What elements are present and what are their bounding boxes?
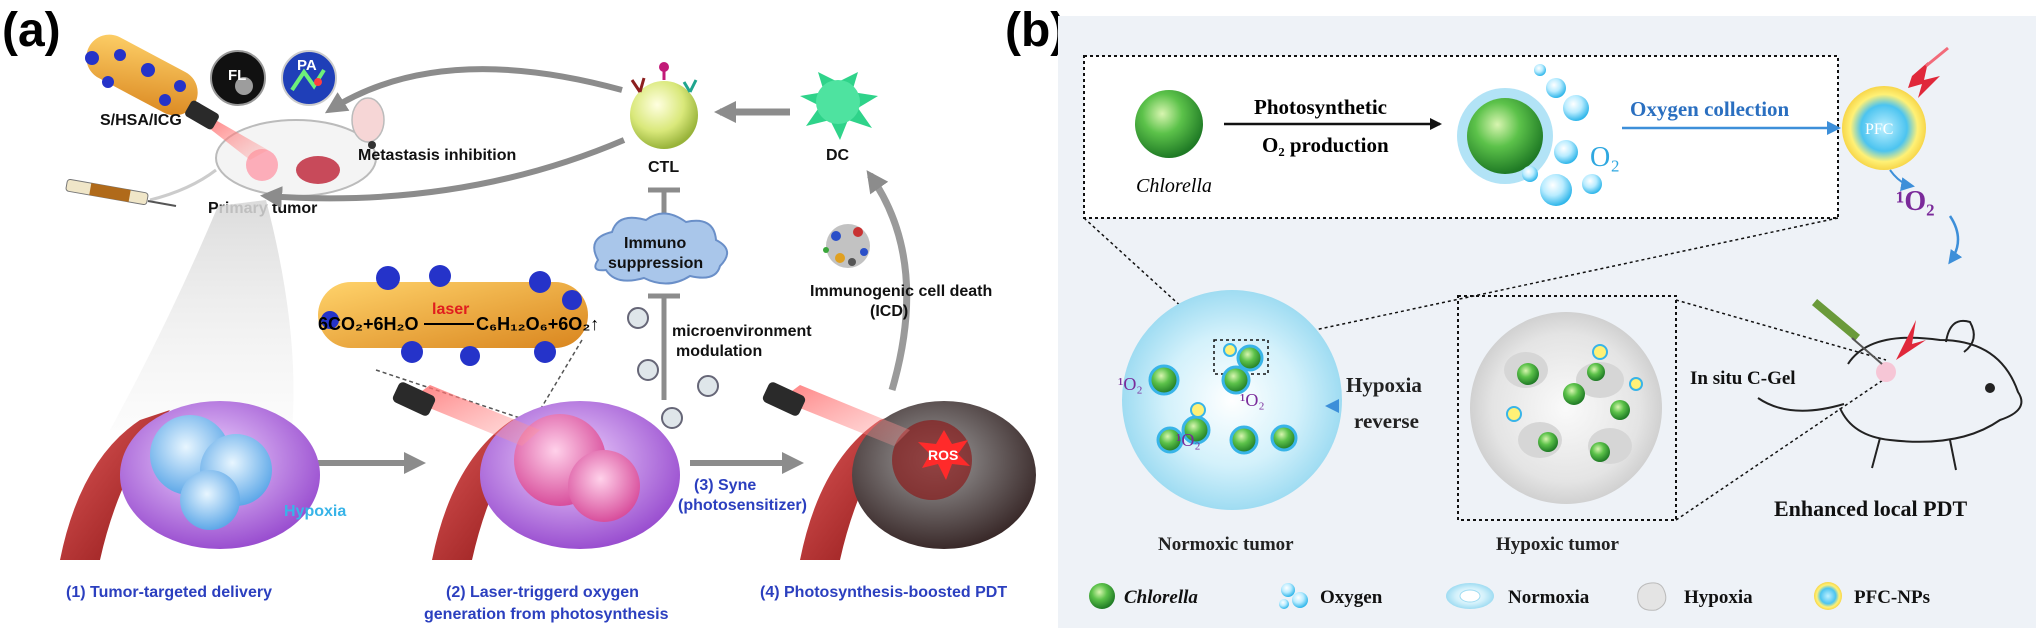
normoxic-tumor-label: Normoxic tumor — [1158, 534, 1294, 555]
chlorella-with-oxygen — [1457, 64, 1602, 206]
nanoparticle-label: S/HSA/ICG — [100, 112, 182, 129]
tumor-stage-3 — [762, 382, 1036, 560]
hypoxia-reverse-line1: Hypoxia — [1346, 373, 1422, 397]
singlet-arrow — [1889, 169, 1915, 192]
chlorella-cell — [1135, 90, 1203, 158]
panel-b: (b) Chlorella Photosynthetic O₂ producti… — [1005, 4, 2036, 628]
step1-caption: (1) Tumor-targeted delivery — [66, 584, 272, 601]
panel-b-label: (b) — [1005, 4, 1066, 57]
legend-oxygen-icon — [1279, 583, 1308, 609]
legend-chlorella: Chlorella — [1124, 587, 1198, 608]
hypoxic-tumor — [1470, 312, 1662, 504]
step2-line2: generation from photosynthesis — [424, 606, 669, 623]
equation-right: C₆H₁₂O₆+6O₂↑ — [476, 314, 599, 334]
laser-device — [185, 100, 219, 130]
equation-left: 6CO₂+6H₂O — [318, 314, 419, 334]
syringe-icon — [65, 178, 177, 207]
immuno-line2: suppression — [608, 255, 703, 272]
equation-laser: laser — [432, 301, 469, 318]
hypoxic-tumor-box — [1457, 295, 1677, 521]
panel-a: (a) S/HSA/ICG FL PA — [2, 4, 1036, 623]
ctl-label: CTL — [648, 159, 679, 176]
syringe-b — [1811, 298, 1883, 365]
zoom-cone — [110, 200, 294, 430]
tumor-stage-1 — [60, 401, 320, 560]
ctl-to-tumor-arrow — [260, 137, 626, 209]
legend-pfc: PFC-NPs — [1854, 587, 1930, 608]
legend-normoxia-icon — [1446, 583, 1494, 609]
legend-normoxia: Normoxia — [1508, 587, 1590, 608]
icd-to-dc-arrow — [866, 170, 911, 391]
dendritic-cell — [800, 72, 878, 140]
metastasis-label: Metastasis inhibition — [358, 147, 516, 164]
fl-label: FL — [228, 67, 246, 84]
legend-oxygen: Oxygen — [1320, 587, 1383, 608]
o2-label: O₂ — [1590, 142, 1620, 173]
photosynthetic-line2: O₂ production — [1262, 133, 1389, 157]
pfc-nanoparticle — [1842, 46, 1949, 170]
legend-hypoxia-icon — [1637, 582, 1667, 611]
micro-line1: microenvironment — [672, 323, 812, 340]
legend-hypoxia: Hypoxia — [1684, 587, 1753, 608]
laser-beam — [205, 118, 268, 160]
chlorella-label: Chlorella — [1136, 175, 1212, 197]
step4-caption: (4) Photosynthesis-boosted PDT — [760, 584, 1007, 601]
mouse-line-art — [1757, 320, 2023, 471]
in-situ-gel-label: In situ C-Gel — [1690, 368, 1796, 389]
ctl-to-metastasis-arrow — [324, 66, 623, 114]
legend: Chlorella Oxygen Normoxia Hypoxia PFC-NP… — [1089, 582, 1930, 611]
hypoxia-label: Hypoxia — [284, 503, 346, 520]
hypoxic-tumor-label: Hypoxic tumor — [1496, 534, 1620, 555]
pa-label: PA — [297, 57, 317, 74]
dc-label: DC — [826, 147, 850, 164]
normoxic-tumor — [1122, 290, 1342, 510]
enhanced-pdt-label: Enhanced local PDT — [1774, 496, 1967, 521]
hypoxia-reverse-line2: reverse — [1354, 409, 1419, 433]
laser-b — [1896, 320, 1926, 360]
oxygen-molecules — [627, 307, 719, 429]
zoom-line-2 — [1267, 217, 1839, 341]
nanoparticle-illustration — [85, 34, 202, 116]
pa-imaging-circle: PA — [281, 50, 337, 106]
down-curved-arrow — [1948, 215, 1963, 265]
fl-imaging-circle: FL — [210, 50, 266, 106]
singlet-oxygen-main: ¹O₂ — [1896, 186, 1935, 217]
panel-a-label: (a) — [2, 4, 61, 57]
zoom-line-3 — [1675, 299, 1887, 361]
step2-line1: (2) Laser-triggerd oxygen — [446, 584, 639, 601]
icd-line2: (ICD) — [870, 303, 908, 320]
icd-debris — [823, 224, 870, 268]
immunosuppression-cloud: Immuno suppression — [593, 212, 728, 285]
ros-label: ROS — [928, 447, 958, 463]
zoom-line-left — [375, 369, 521, 419]
micro-line2: modulation — [676, 343, 762, 360]
injection-site — [1876, 362, 1896, 382]
legend-chlorella-icon — [1089, 583, 1115, 609]
photosynthetic-line1: Photosynthetic — [1254, 95, 1387, 119]
tumor-stage-2 — [392, 382, 680, 560]
mouse-illustration — [149, 97, 385, 202]
legend-pfc-icon — [1814, 582, 1842, 610]
oxygen-collection-label: Oxygen collection — [1630, 97, 1790, 121]
immuno-line1: Immuno — [624, 235, 686, 252]
zoom-line-4 — [1675, 377, 1887, 521]
chlorella-rod — [318, 265, 588, 366]
icd-line1: Immunogenic cell death — [810, 283, 992, 300]
step3-line2: (photosensitizer) — [678, 497, 807, 514]
step3-line1: (3) Syne — [694, 477, 756, 494]
singlet-small-2: ¹O₂ — [1240, 390, 1265, 410]
pfc-label: PFC — [1865, 121, 1893, 138]
singlet-small-3: ¹O₂ — [1176, 430, 1201, 450]
singlet-small-1: ¹O₂ — [1118, 374, 1143, 394]
ctl-cell — [630, 62, 698, 149]
